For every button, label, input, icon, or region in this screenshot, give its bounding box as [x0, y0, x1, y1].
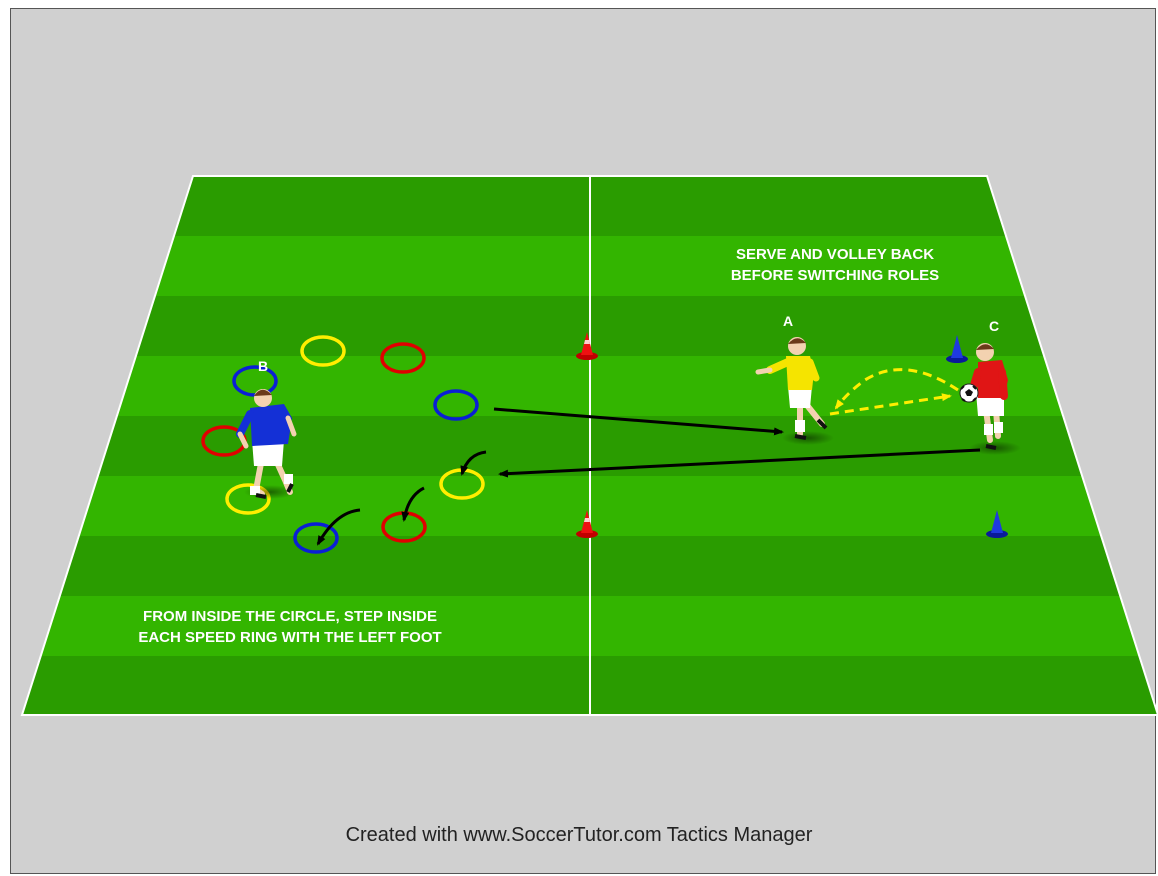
- speed-ring-yellow: [225, 483, 271, 515]
- serve-instruction: SERVE AND VOLLEY BACK BEFORE SWITCHING R…: [670, 244, 1000, 286]
- speed-ring-blue: [433, 389, 479, 421]
- credit-footer: Created with www.SoccerTutor.com Tactics…: [345, 824, 813, 846]
- circle-instruction-line-2: EACH SPEED RING WITH THE LEFT FOOT: [138, 629, 442, 646]
- serve-instruction-line-2: BEFORE SWITCHING ROLES: [730, 267, 940, 284]
- pitch-boundary: [20, 175, 1158, 716]
- player-c-label: C: [989, 318, 1000, 334]
- soccer-ball: [959, 383, 979, 403]
- cone-blue-bottom: [986, 510, 1008, 538]
- speed-ring-yellow: [300, 335, 346, 367]
- player-a[interactable]: [755, 337, 828, 440]
- circle-instruction-line-1: FROM INSIDE THE CIRCLE, STEP INSIDE: [143, 608, 437, 625]
- step-arrow-2: [401, 486, 425, 522]
- volley-return-arrow: [829, 393, 952, 416]
- player-b[interactable]: [236, 389, 297, 499]
- step-arrow-3: [316, 508, 361, 546]
- speed-ring-blue: [293, 522, 339, 554]
- pass-arrow-c-to-b: [498, 448, 981, 478]
- player-a-label: A: [783, 313, 794, 329]
- cone-red-top: [576, 332, 598, 360]
- cone-blue-top: [946, 335, 968, 363]
- circle-instruction: FROM INSIDE THE CIRCLE, STEP INSIDE EACH…: [100, 606, 480, 648]
- step-arrow-1: [460, 450, 487, 476]
- player-b-label: B: [258, 358, 269, 374]
- run-arrow-to-a: [493, 407, 784, 436]
- cone-red-bottom: [576, 510, 598, 538]
- serve-instruction-line-1: SERVE AND VOLLEY BACK: [735, 246, 935, 263]
- speed-ring-red: [380, 342, 426, 374]
- ball-flight-arc: [834, 368, 959, 410]
